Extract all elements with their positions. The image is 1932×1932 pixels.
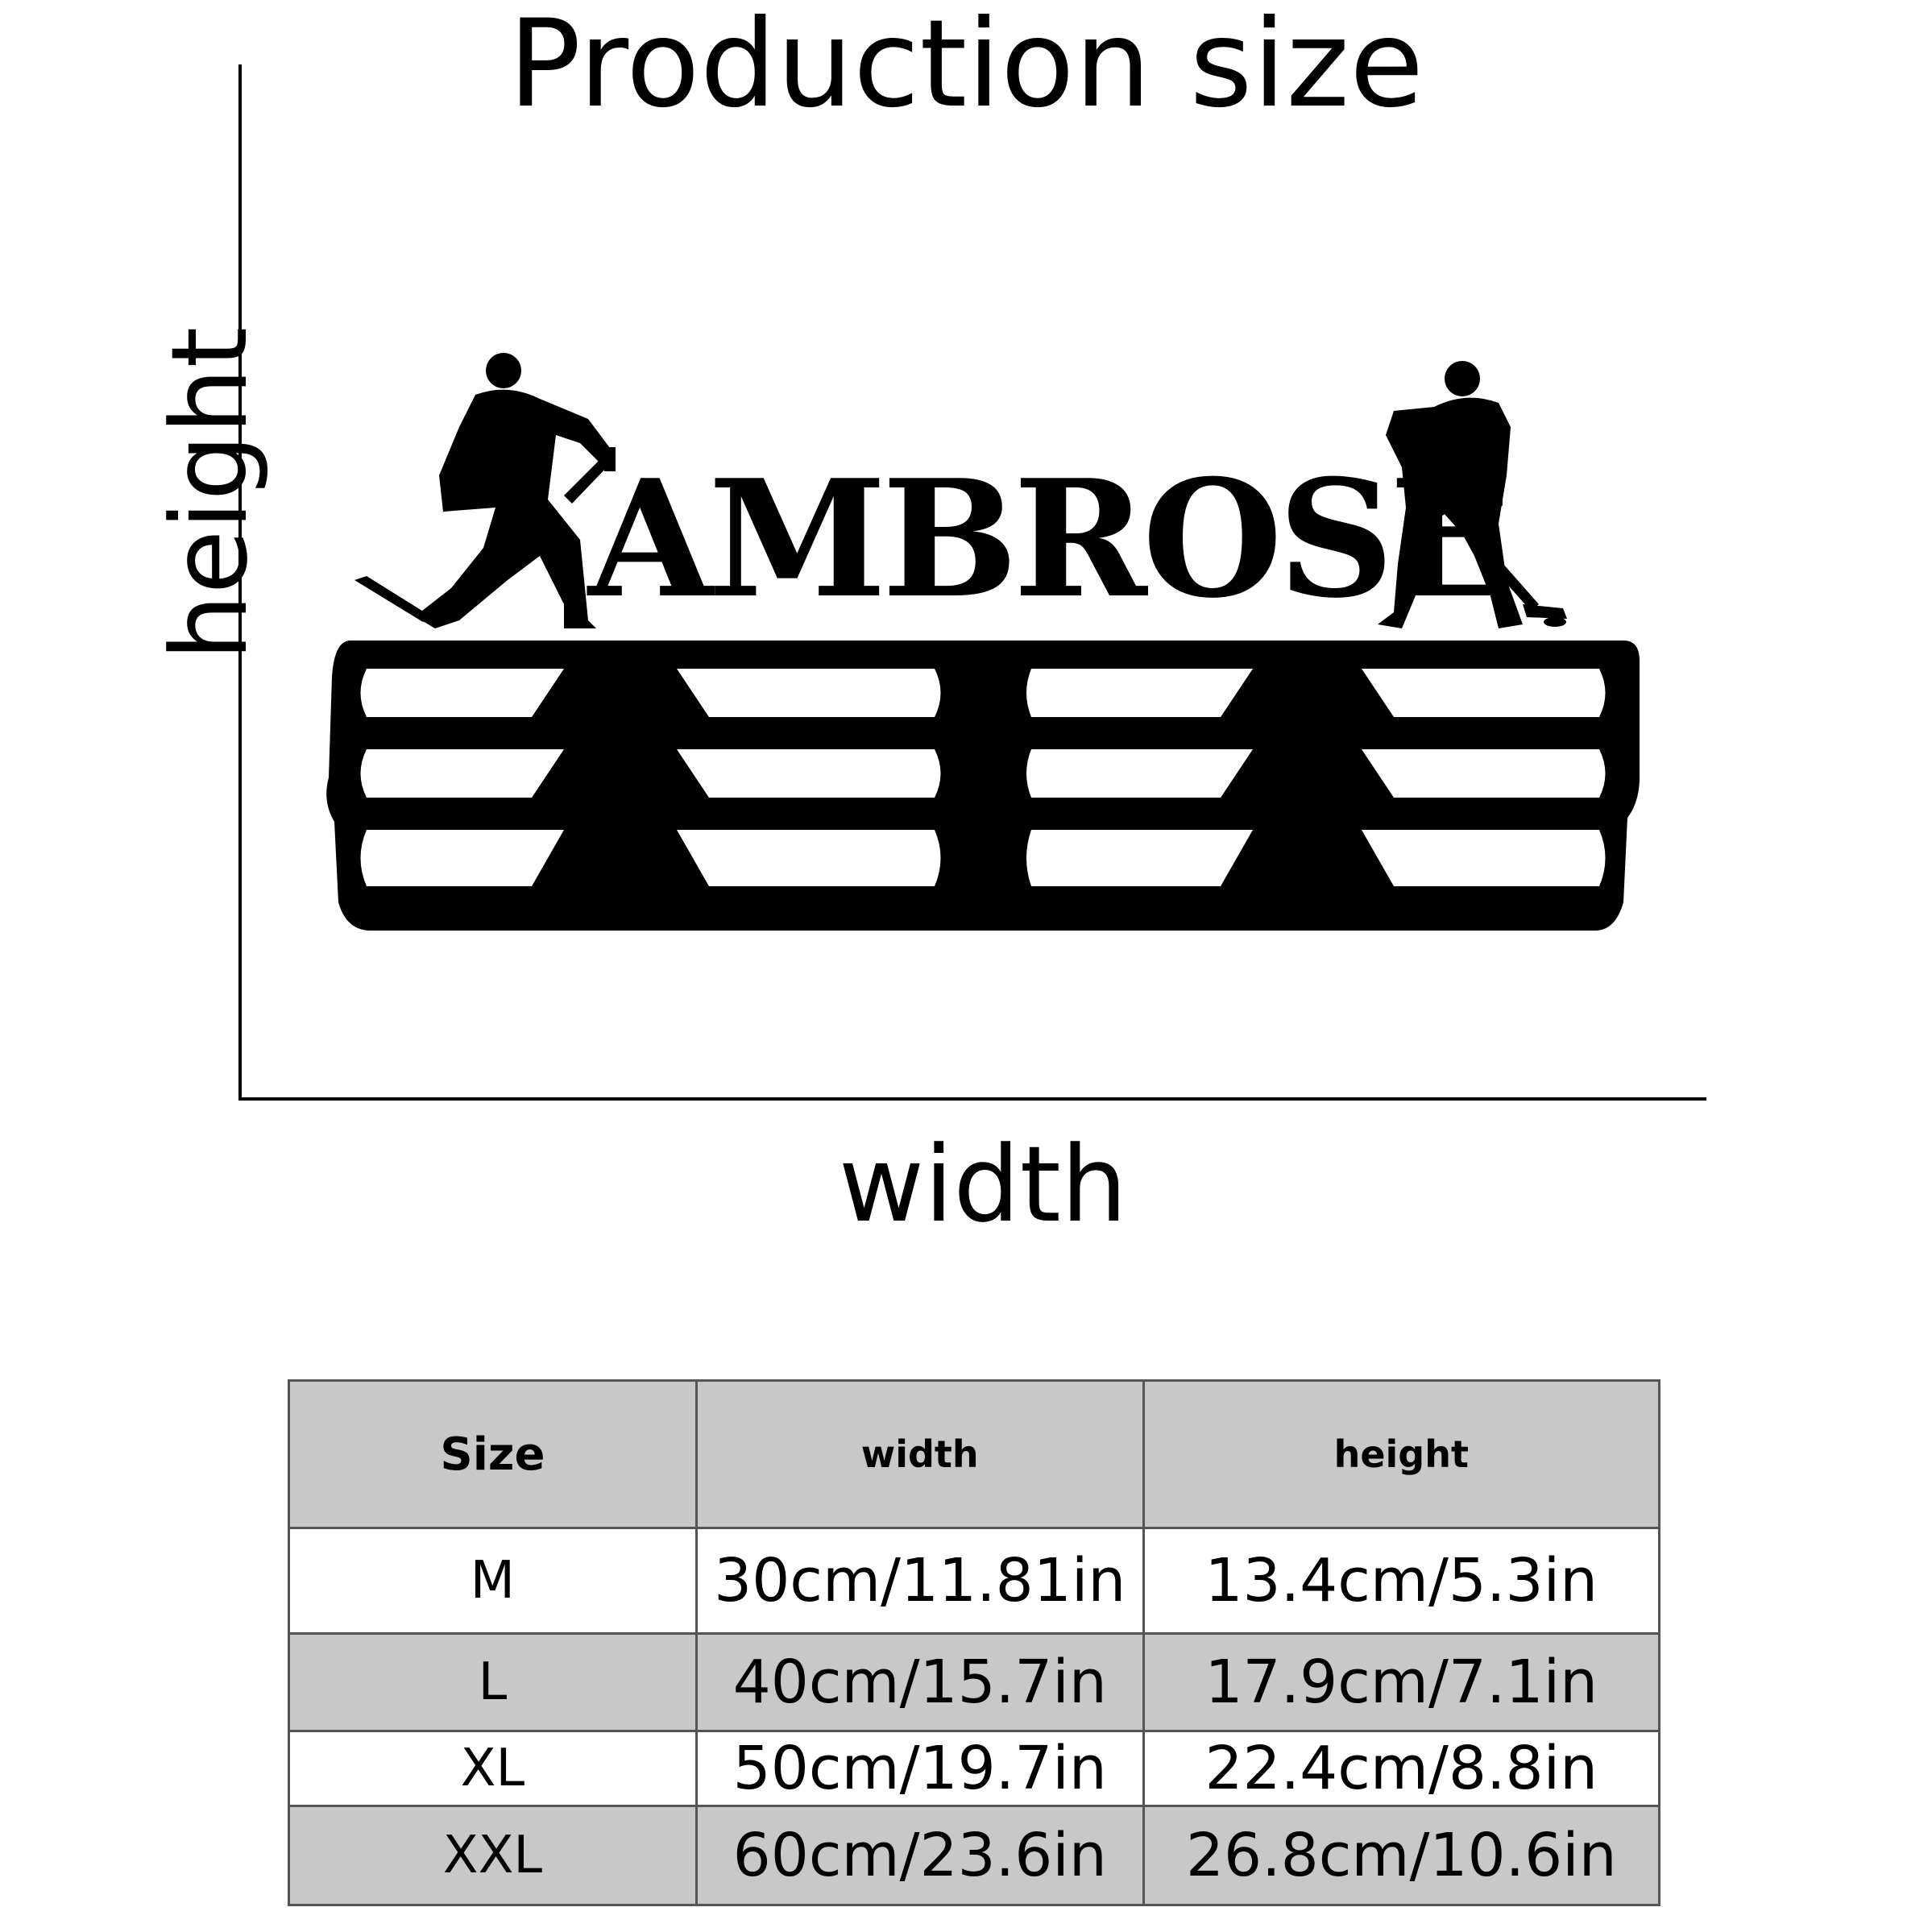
table-header-width: width (694, 1379, 1145, 1529)
width-axis-label: width (838, 1123, 1128, 1246)
table-row: XXL 60cm/23.6in 26.8cm/10.6in (288, 1805, 1661, 1906)
hook-row-3 (360, 830, 1606, 886)
size-cell: M (288, 1527, 698, 1635)
height-cell: 13.4cm/5.3in (1142, 1527, 1661, 1635)
hockey-player-right-icon (1378, 361, 1567, 628)
hanger-frame (326, 641, 1640, 931)
height-axis-line (238, 64, 242, 1101)
hockey-player-left-icon (354, 353, 616, 628)
width-cell: 30cm/11.81in (694, 1527, 1145, 1635)
hook-slots (360, 669, 1606, 886)
height-cell: 22.4cm/8.8in (1142, 1730, 1661, 1807)
rack-name-text: AMBROSE (588, 445, 1512, 634)
table-header-row: Size width height (288, 1379, 1661, 1529)
medal-hanger-graphic (326, 353, 1640, 931)
table-header-height: height (1142, 1379, 1661, 1529)
size-cell: L (288, 1632, 698, 1732)
table-row: M 30cm/11.81in 13.4cm/5.3in (288, 1527, 1661, 1635)
height-cell: 17.9cm/7.1in (1142, 1632, 1661, 1732)
page-title: Production size (508, 0, 1424, 135)
size-cell: XL (288, 1730, 698, 1807)
hook-row-1 (360, 669, 1606, 717)
table-header-size: Size (288, 1379, 698, 1529)
table-row: XL 50cm/19.7in 22.4cm/8.8in (288, 1730, 1661, 1807)
table-row: L 40cm/15.7in 17.9cm/7.1in (288, 1632, 1661, 1732)
width-axis-line (238, 1097, 1706, 1101)
width-cell: 40cm/15.7in (694, 1632, 1145, 1732)
size-cell: XXL (288, 1805, 698, 1906)
height-cell: 26.8cm/10.6in (1142, 1805, 1661, 1906)
height-axis-label: height (148, 326, 271, 661)
medal-hanger-illustration: AMBROSE (322, 338, 1644, 951)
width-cell: 50cm/19.7in (694, 1730, 1145, 1807)
size-table: Size width height M 30cm/11.81in 13.4cm/… (288, 1379, 1661, 1906)
hook-row-2 (360, 749, 1606, 798)
width-cell: 60cm/23.6in (694, 1805, 1145, 1906)
